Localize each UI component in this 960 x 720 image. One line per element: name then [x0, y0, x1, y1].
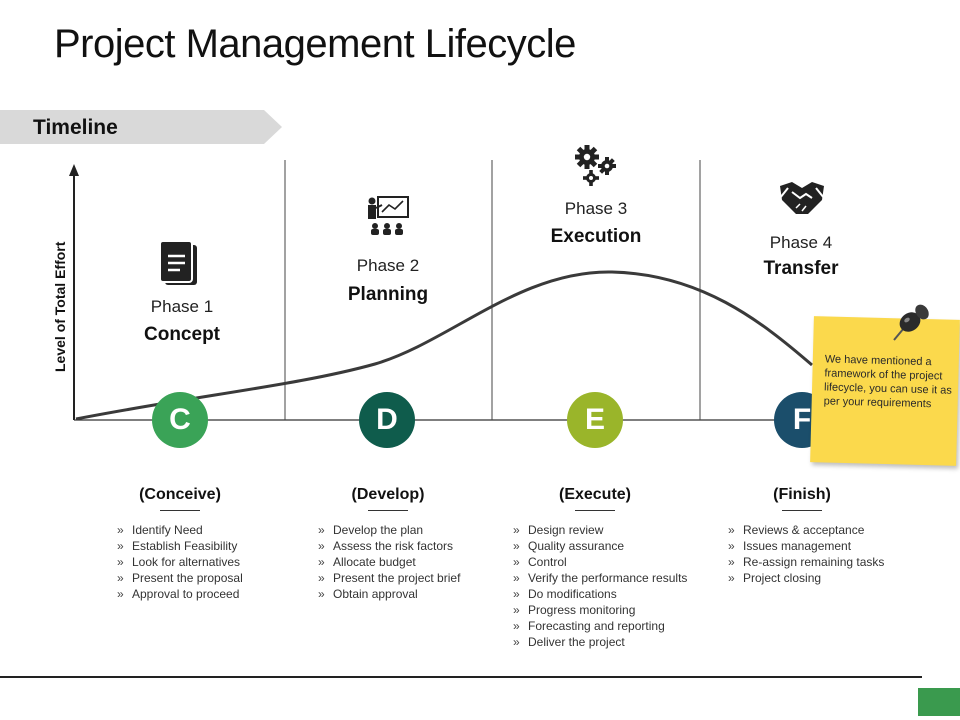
effort-curve: [75, 270, 813, 421]
phase-4-letter: F: [792, 403, 812, 436]
list-item: Reviews & acceptance: [728, 522, 888, 538]
list-item: Control: [513, 554, 713, 570]
phase-3-task-list: Design review Quality assurance Control …: [513, 522, 713, 650]
pushpin-icon: [893, 304, 929, 341]
list-item: Do modifications: [513, 586, 713, 602]
phase-2-title: Planning: [347, 284, 429, 305]
stage-label-finish: (Finish): [773, 486, 831, 503]
phase-3-letter-circle: E: [567, 392, 623, 448]
footer-divider: [0, 676, 922, 678]
page-title: Project Management Lifecycle: [54, 22, 576, 66]
stage-label-develop: (Develop): [351, 486, 425, 503]
phase-2-task-list: Develop the plan Assess the risk factors…: [318, 522, 498, 602]
phase-3-title: Execution: [550, 226, 642, 247]
list-item: Deliver the project: [513, 634, 713, 650]
phase-4-task-list: Reviews & acceptance Issues management R…: [728, 522, 888, 586]
gears-icon: [575, 145, 616, 186]
stage-underline: [575, 510, 615, 511]
presentation-icon: [368, 196, 409, 235]
list-item: Issues management: [728, 538, 888, 554]
list-item: Quality assurance: [513, 538, 713, 554]
sticky-note-text: We have mentioned a framework of the pro…: [823, 353, 952, 411]
y-axis-label: Level of Total Effort: [52, 241, 68, 372]
stage-underline: [782, 510, 822, 511]
stage-label-execute: (Execute): [558, 486, 632, 503]
handshake-icon: [779, 182, 825, 214]
phase-1-task-list: Identify Need Establish Feasibility Look…: [117, 522, 297, 602]
phase-2-name: Phase 2: [356, 256, 420, 275]
phase-3-name: Phase 3: [564, 199, 628, 218]
phase-3-letter: E: [584, 403, 605, 436]
phase-1-letter-circle: C: [152, 392, 208, 448]
list-item: Project closing: [728, 570, 888, 586]
stage-underline: [368, 510, 408, 511]
phase-4-name: Phase 4: [769, 233, 833, 252]
list-item: Present the project brief: [318, 570, 498, 586]
stage-label-conceive: (Conceive): [139, 486, 221, 503]
list-item: Assess the risk factors: [318, 538, 498, 554]
list-item: Approval to proceed: [117, 586, 297, 602]
phase-1-title: Concept: [144, 324, 220, 345]
list-item: Design review: [513, 522, 713, 538]
stage-underline: [160, 510, 200, 511]
list-item: Verify the performance results: [513, 570, 713, 586]
list-item: Look for alternatives: [117, 554, 297, 570]
timeline-banner-shape: [0, 110, 282, 144]
phase-4-title: Transfer: [763, 258, 839, 279]
document-icon: [159, 240, 197, 285]
list-item: Develop the plan: [318, 522, 498, 538]
timeline-banner: Timeline: [0, 110, 282, 144]
timeline-label: Timeline: [33, 116, 118, 139]
y-axis-arrowhead: [69, 164, 79, 176]
phase-1-name: Phase 1: [150, 297, 214, 316]
list-item: Identify Need: [117, 522, 297, 538]
list-item: Establish Feasibility: [117, 538, 297, 554]
phase-2-letter-circle: D: [359, 392, 415, 448]
list-item: Allocate budget: [318, 554, 498, 570]
corner-accent-block: [918, 688, 960, 716]
list-item: Present the proposal: [117, 570, 297, 586]
list-item: Forecasting and reporting: [513, 618, 713, 634]
list-item: Progress monitoring: [513, 602, 713, 618]
phase-1-letter: C: [169, 403, 191, 436]
list-item: Re-assign remaining tasks: [728, 554, 888, 570]
phase-2-letter: D: [376, 403, 398, 436]
list-item: Obtain approval: [318, 586, 498, 602]
